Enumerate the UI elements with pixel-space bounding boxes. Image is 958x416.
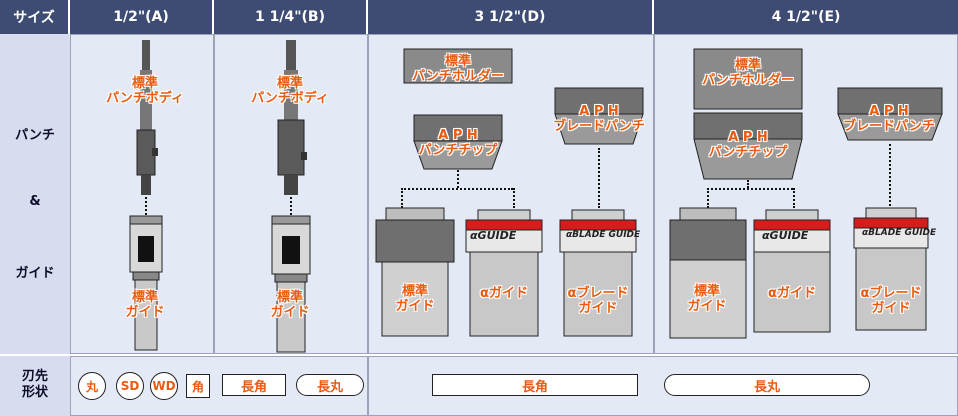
col-header-b: 1 1/4"(B) bbox=[214, 0, 368, 34]
edge-shape-long-round-de: 長丸 bbox=[664, 374, 870, 396]
col-header-b-label: 1 1/4"(B) bbox=[255, 9, 325, 25]
column-a-connector bbox=[145, 197, 147, 215]
column-e-std-guide-label: 標準ガイド bbox=[687, 284, 727, 314]
column-e-connector-right bbox=[793, 188, 795, 208]
column-e-holder-icon bbox=[693, 48, 803, 110]
row-label-edge-2: 形状 bbox=[21, 385, 48, 400]
column-e-alpha-blade-guide-icon bbox=[853, 207, 929, 331]
column-d-holder-label: 標準パンチホルダー bbox=[412, 54, 504, 84]
column-d-alpha-blade-guide-icon bbox=[559, 209, 637, 337]
row-label-punch: パンチ bbox=[15, 128, 55, 143]
col-header-e-label: 4 1/2"(E) bbox=[771, 9, 841, 25]
column-d-alpha-blade-guide-label: αブレードガイド bbox=[567, 286, 629, 316]
column-e-alpha-guide-label: αガイド bbox=[768, 286, 816, 301]
column-b-tool-icon bbox=[271, 40, 311, 353]
column-d-alpha-blade-badge: αBLADE GUIDE bbox=[566, 230, 641, 240]
column-d-alpha-guide-icon bbox=[465, 209, 543, 337]
edge-shape-wd: WD bbox=[150, 372, 178, 400]
edge-shape-long-square-de: 長角 bbox=[432, 374, 638, 396]
column-a-tool-icon bbox=[129, 40, 163, 351]
col-header-e: 4 1/2"(E) bbox=[654, 0, 958, 34]
edge-shape-long-round-ab: 長丸 bbox=[296, 374, 364, 396]
col-header-a: 1/2"(A) bbox=[70, 0, 214, 34]
column-e-connector-left bbox=[707, 188, 709, 208]
column-e-alpha-blade-guide-label: αブレードガイド bbox=[860, 286, 922, 316]
column-d-connector-h bbox=[401, 188, 513, 190]
column-e-alpha-guide-icon bbox=[753, 209, 831, 333]
column-d-alpha-guide-badge: αGUIDE bbox=[470, 229, 517, 242]
column-d-std-guide-label: 標準ガイド bbox=[395, 284, 435, 314]
column-a-guide-label: 標準ガイド bbox=[125, 290, 165, 320]
column-e-connector-blade bbox=[889, 144, 891, 206]
col-header-d-label: 3 1/2"(D) bbox=[474, 9, 546, 25]
column-d-blade-punch-icon bbox=[554, 87, 644, 145]
row-label-edge-1: 刃先 bbox=[21, 369, 48, 384]
size-header-label: サイズ bbox=[13, 10, 55, 26]
size-header: サイズ bbox=[0, 0, 70, 34]
edge-shape-long-square-ab: 長角 bbox=[222, 374, 286, 396]
col-header-d: 3 1/2"(D) bbox=[368, 0, 654, 34]
col-header-a-label: 1/2"(A) bbox=[113, 9, 169, 25]
column-d-connector-main bbox=[457, 170, 459, 188]
column-d-connector-right bbox=[513, 188, 515, 208]
column-e-alpha-blade-badge: αBLADE GUIDE bbox=[862, 228, 937, 238]
column-a-punch-label: 標準パンチボディ bbox=[106, 76, 184, 106]
row-label-amp: & bbox=[29, 194, 41, 209]
row-label-edge: 刃先 形状 bbox=[0, 356, 70, 416]
column-b-punch-label: 標準パンチボディ bbox=[251, 76, 329, 106]
column-d-connector-left bbox=[401, 188, 403, 208]
column-e-blade-punch-icon bbox=[837, 87, 943, 141]
column-e-tip-icon bbox=[693, 112, 803, 180]
edge-shape-square: 角 bbox=[186, 374, 210, 398]
row-label-punch-guide: パンチ & ガイド bbox=[0, 34, 70, 354]
column-e-holder-label: 標準パンチホルダー bbox=[702, 58, 794, 88]
edge-shape-round: 丸 bbox=[78, 372, 106, 400]
column-e-std-guide-icon bbox=[669, 207, 747, 339]
column-b-connector bbox=[290, 197, 292, 215]
column-d-holder-icon bbox=[403, 48, 513, 84]
column-d-connector-blade bbox=[598, 148, 600, 208]
column-d-tip-icon bbox=[413, 114, 503, 170]
column-e-connector-h bbox=[707, 188, 793, 190]
row-label-guide: ガイド bbox=[15, 266, 55, 281]
column-e-connector-main bbox=[747, 180, 749, 188]
column-d-std-guide-icon bbox=[375, 207, 455, 337]
column-b-guide-label: 標準ガイド bbox=[270, 290, 310, 320]
column-e-alpha-guide-badge: αGUIDE bbox=[762, 229, 809, 242]
column-d-alpha-guide-label: αガイド bbox=[480, 286, 528, 301]
edge-shape-sd: SD bbox=[116, 372, 144, 400]
